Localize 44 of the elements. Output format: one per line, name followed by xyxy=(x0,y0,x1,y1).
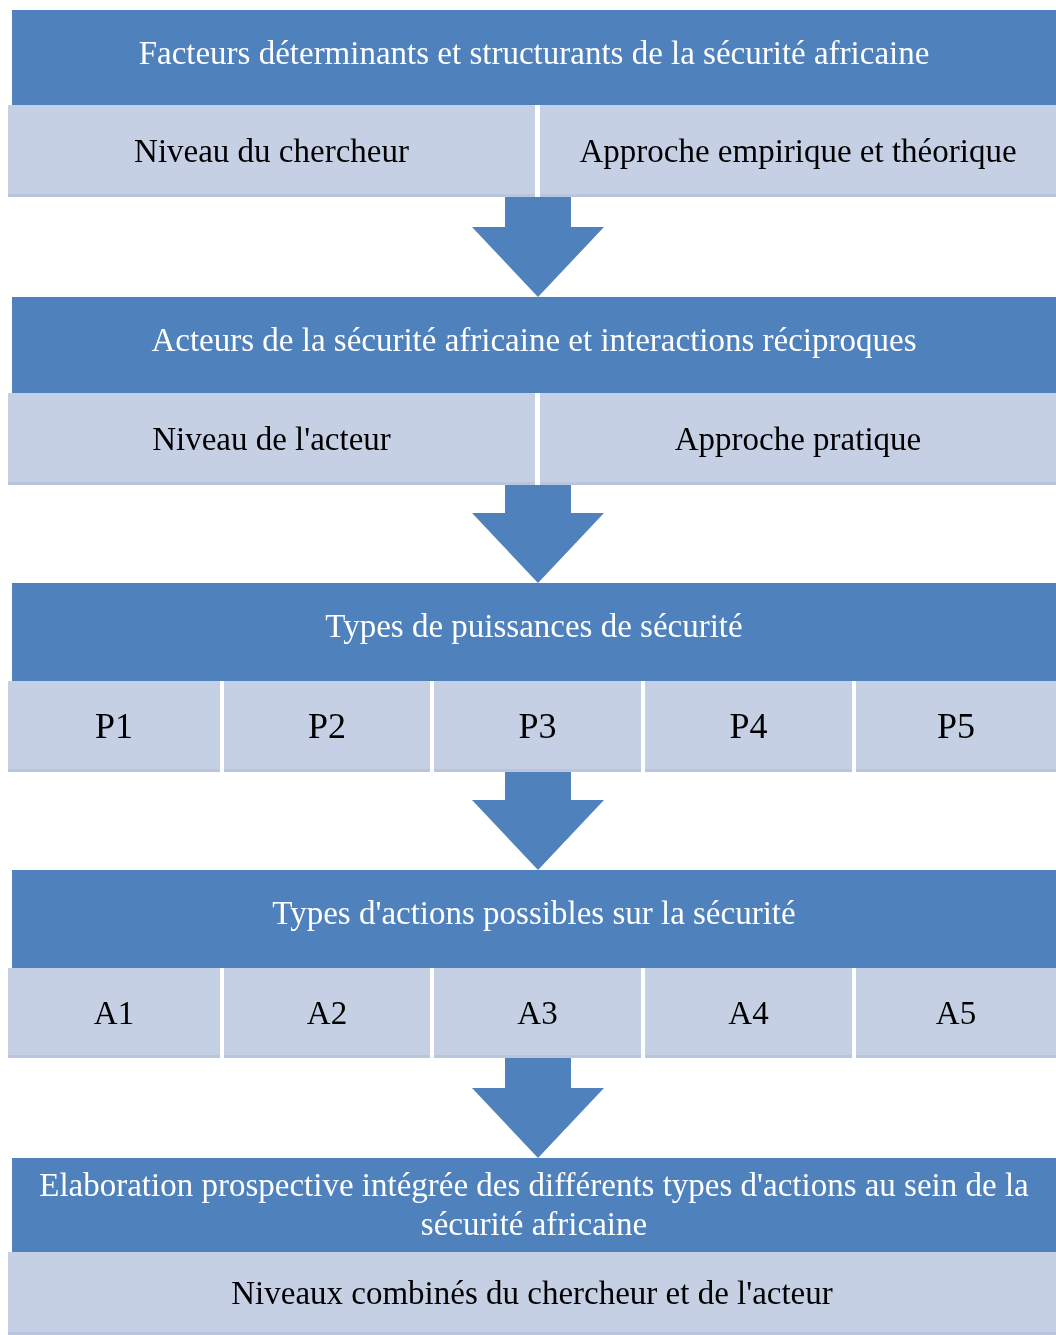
cell-label: Approche empirique et théorique xyxy=(579,131,1017,171)
cell-background xyxy=(8,681,220,772)
cell-background xyxy=(645,968,852,1058)
cell-label: Niveau du chercheur xyxy=(134,131,409,171)
header-band xyxy=(12,583,1056,681)
cell-background xyxy=(224,968,430,1058)
cell-background xyxy=(856,681,1056,772)
cell-background xyxy=(8,393,535,485)
cell-label: P5 xyxy=(937,705,975,748)
cell-background xyxy=(8,1252,1056,1335)
cell-label: P4 xyxy=(729,705,768,748)
block-arrow xyxy=(472,1058,604,1158)
header-band xyxy=(12,870,1056,968)
cell-label: P3 xyxy=(518,705,557,748)
cell-background xyxy=(856,968,1056,1058)
cell-background xyxy=(645,681,852,772)
block-arrow xyxy=(472,772,604,870)
cell-label: P2 xyxy=(308,705,346,748)
cell-background xyxy=(224,681,430,772)
section-heading: Types de puissances de sécurité xyxy=(325,607,743,646)
cell-background xyxy=(540,105,1056,197)
cell-label: Approche pratique xyxy=(674,419,922,459)
cell-background xyxy=(8,968,220,1058)
header-band xyxy=(12,297,1056,393)
cell-label: A3 xyxy=(517,993,558,1033)
cell-background xyxy=(434,681,641,772)
cell-label: Niveau de l'acteur xyxy=(152,419,391,459)
cell-label: Niveaux combinés du chercheur et de l'acteur xyxy=(231,1274,833,1313)
cell-label: P1 xyxy=(95,705,133,748)
section-heading: Elaboration prospective intégrée des différents types d'actions au sein de la sécurité africaine xyxy=(38,1166,1030,1244)
section-heading: Facteurs déterminants et structurants de la sécurité africaine xyxy=(138,34,930,73)
cell-label: A4 xyxy=(728,993,769,1033)
cell-label: A5 xyxy=(935,993,977,1033)
header-band xyxy=(12,1158,1056,1252)
cell-label: A2 xyxy=(306,993,348,1033)
section-heading: Types d'actions possibles sur la sécurité xyxy=(272,894,796,933)
block-arrow xyxy=(472,197,604,297)
section-heading: Acteurs de la sécurité africaine et interactions réciproques xyxy=(151,321,917,360)
cell-background xyxy=(434,968,641,1058)
block-arrow xyxy=(472,485,604,583)
cell-background xyxy=(8,105,535,197)
cell-label: A1 xyxy=(93,993,135,1033)
header-band xyxy=(12,10,1056,105)
cell-background xyxy=(540,393,1056,485)
